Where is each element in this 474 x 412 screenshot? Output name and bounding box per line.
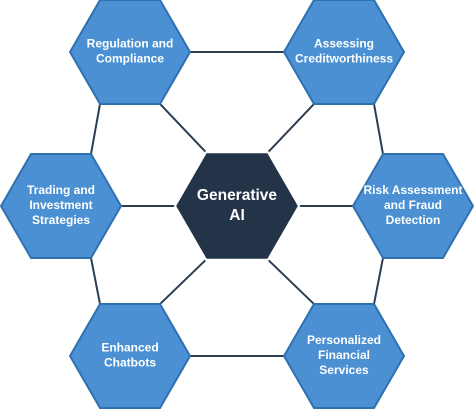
hex-node-enhanced-chatbots (68, 303, 192, 409)
diagram-edges (90, 51, 384, 357)
hex-label-line: Enhanced (101, 341, 158, 355)
hex-node-trading-investment-strategies (0, 153, 123, 259)
hex-label-line: Risk Assessment (364, 183, 463, 197)
hex-node-risk-assessment-fraud-detection (351, 153, 474, 259)
hex-label-line: Trading and (27, 183, 95, 197)
hex-label-line: Personalized (307, 333, 381, 347)
hex-node-assessing-creditworthiness (282, 0, 406, 105)
connector-line (90, 103, 101, 155)
hex-label-line: AI (229, 207, 245, 224)
hex-label-line: Strategies (32, 213, 90, 227)
hex-node-regulation-compliance (68, 0, 192, 105)
connector-line (90, 257, 101, 305)
hex-label-line: Investment (29, 198, 92, 212)
connector-line (267, 103, 315, 153)
connector-line (373, 103, 384, 155)
hex-label-line: Financial (318, 348, 370, 362)
hex-label-line: Compliance (96, 52, 164, 66)
hex-label-line: Creditworthiness (295, 52, 393, 66)
hex-label-line: and Fraud (384, 198, 442, 212)
connector-line (373, 257, 384, 305)
connector-line (159, 258, 207, 305)
hex-label-line: Assessing (314, 37, 374, 51)
hex-label-line: Detection (386, 213, 441, 227)
connector-line (159, 103, 207, 153)
hex-label-line: Services (319, 363, 369, 377)
hex-node-personalized-financial-services (282, 303, 406, 409)
hex-label-line: Chatbots (104, 356, 156, 370)
hex-label-line: Regulation and (87, 37, 174, 51)
connector-line (267, 258, 315, 305)
hex-label-line: Generative (197, 187, 278, 204)
hex-node-generative-ai (173, 151, 301, 261)
